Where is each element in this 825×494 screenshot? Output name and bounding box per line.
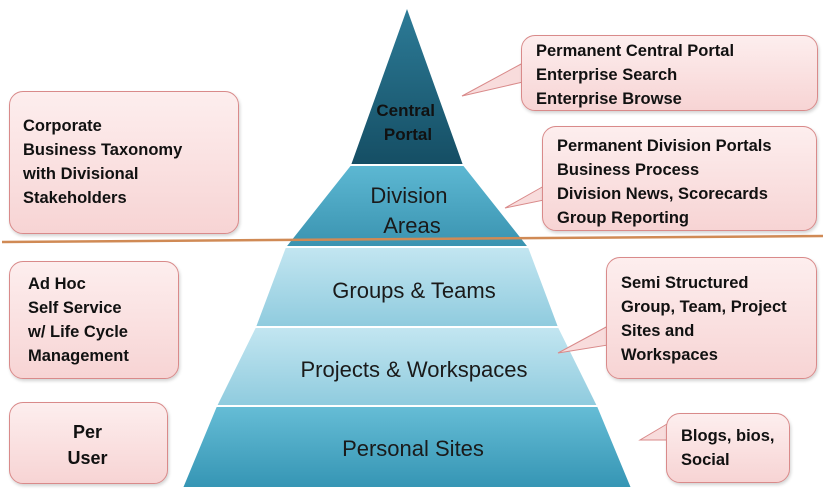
tier-label-central-portal: Central Portal: [376, 101, 439, 144]
side-box-line: User: [67, 448, 108, 468]
side-box-line: Corporate: [23, 117, 102, 135]
side-box-line: Ad Hoc: [28, 275, 86, 293]
side-box-line: w/ Life Cycle: [28, 323, 128, 341]
callout-line: Sites and: [621, 322, 695, 340]
tier-label-personal-sites: Personal Sites: [342, 436, 484, 461]
side-box-adhoc: Ad Hoc Self Service w/ Life Cycle Manage…: [9, 261, 179, 379]
callout-line: Division News, Scorecards: [557, 185, 768, 203]
side-box-line: Self Service: [28, 299, 122, 317]
callout-line: Blogs, bios,: [681, 427, 775, 445]
callout-line: Social: [681, 451, 730, 469]
callout-semi-structured: Semi Structured Group, Team, Project Sit…: [606, 257, 817, 379]
callout-line: Enterprise Browse: [536, 90, 682, 108]
tier-label-projects-workspaces: Projects & Workspaces: [300, 357, 527, 382]
callout-pointer-central: [461, 62, 524, 97]
side-box-corporate: Corporate Business Taxonomy with Divisio…: [9, 91, 239, 234]
callout-line: Group Reporting: [557, 209, 689, 227]
callout-line: Semi Structured: [621, 274, 749, 292]
callout-pointer-division: [504, 185, 545, 209]
tier-label-division-areas: Division Areas: [370, 183, 453, 238]
callout-line: Group, Team, Project: [621, 298, 787, 316]
side-box-line: Management: [28, 347, 129, 365]
tier-label-groups-teams: Groups & Teams: [332, 278, 495, 303]
callout-line: Enterprise Search: [536, 66, 678, 84]
side-box-line: Stakeholders: [23, 189, 127, 207]
callout-line: Business Process: [557, 161, 700, 179]
side-box-per-user: Per User: [9, 402, 168, 484]
side-box-line: Business Taxonomy: [23, 141, 183, 159]
side-box-line: with Divisional: [23, 165, 139, 183]
callout-pointer-blogs: [638, 423, 668, 441]
callout-line: Permanent Division Portals: [557, 137, 772, 155]
side-box-line: Per: [72, 422, 103, 442]
callout-blogs: Blogs, bios, Social: [666, 413, 790, 483]
callout-central-portal: Permanent Central Portal Enterprise Sear…: [521, 35, 818, 111]
callout-line: Workspaces: [621, 346, 718, 364]
pyramid-tier-personal-sites: [180, 405, 634, 489]
callout-line: Permanent Central Portal: [536, 42, 735, 60]
divider-line: [1, 234, 824, 244]
callout-division-portals: Permanent Division Portals Business Proc…: [542, 126, 817, 231]
